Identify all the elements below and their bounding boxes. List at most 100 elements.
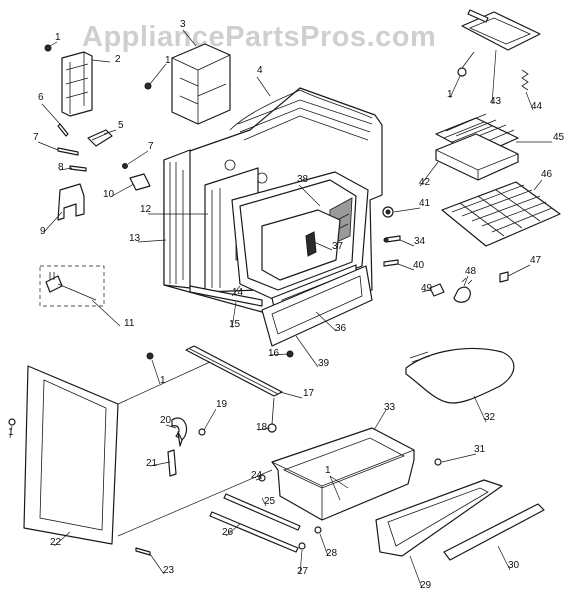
callout-43: 43: [490, 96, 502, 107]
part-26-rail[interactable]: [209, 511, 299, 553]
part-41-knob[interactable]: [382, 206, 394, 218]
callout-47: 47: [530, 255, 542, 266]
part-27-screw[interactable]: [298, 542, 306, 550]
callout-20: 20: [160, 415, 172, 426]
part-44-spring[interactable]: [521, 69, 529, 91]
part-46-oven-rack[interactable]: [441, 181, 561, 247]
part-47-clip[interactable]: [499, 271, 509, 283]
part-20-hinge[interactable]: [171, 417, 187, 447]
part-49-switch[interactable]: [429, 283, 445, 297]
callout-44: 44: [531, 101, 543, 112]
callout-30: 30: [508, 560, 520, 571]
part-48-light-socket[interactable]: [453, 277, 473, 303]
part-22-outer-door[interactable]: [23, 365, 119, 545]
callout-46: 46: [541, 169, 553, 180]
callout-25: 25: [264, 496, 276, 507]
part-18-screw[interactable]: [267, 397, 277, 433]
part-9-bracket[interactable]: [57, 183, 85, 221]
callout-5: 5: [118, 120, 124, 131]
part-29-drawer-front[interactable]: [375, 479, 503, 557]
callout-1: 1: [165, 55, 171, 66]
callout-39: 39: [318, 358, 330, 369]
callout-34: 34: [414, 236, 426, 247]
leader-lines: [9, 29, 552, 589]
part-31-screw[interactable]: [434, 458, 442, 466]
part-1-screw[interactable]: [44, 44, 52, 52]
part-7-screw[interactable]: [57, 147, 79, 156]
callout-10: 10: [103, 189, 115, 200]
callout-21: 21: [146, 458, 158, 469]
callout-42: 42: [419, 177, 431, 188]
callout-31: 31: [474, 444, 486, 455]
callout-7: 7: [148, 141, 154, 152]
callout-17: 17: [303, 388, 315, 399]
part-1-screw-e[interactable]: [8, 418, 16, 426]
callout-1: 1: [325, 465, 331, 476]
part-32-drip-pan[interactable]: [405, 347, 515, 404]
callout-29: 29: [420, 580, 432, 591]
callout-32: 32: [484, 412, 496, 423]
part-8-screw[interactable]: [69, 165, 87, 172]
part-1-screw-d[interactable]: [146, 352, 154, 360]
part-34-screw[interactable]: [383, 235, 401, 243]
callout-36: 36: [335, 323, 347, 334]
callout-27: 27: [297, 566, 309, 577]
callout-41: 41: [419, 198, 431, 209]
callout-48: 48: [465, 266, 477, 277]
callout-28: 28: [326, 548, 338, 559]
callout-26: 26: [222, 527, 234, 538]
callout-3: 3: [180, 19, 186, 30]
callout-40: 40: [413, 260, 425, 271]
callout-16: 16: [268, 348, 280, 359]
part-19-pin[interactable]: [198, 428, 206, 436]
part-33-drawer[interactable]: [271, 427, 415, 521]
callout-23: 23: [163, 565, 175, 576]
part-42-broil-pan[interactable]: [435, 133, 519, 181]
callout-1: 1: [447, 89, 453, 100]
part-23-screw[interactable]: [135, 547, 151, 556]
callout-1: 1: [55, 32, 61, 43]
callout-6: 6: [38, 92, 44, 103]
part-2-side-bracket[interactable]: [61, 51, 93, 117]
part-10-bracket[interactable]: [122, 163, 151, 191]
part-5-clip[interactable]: [87, 129, 113, 147]
part-1-screw-b[interactable]: [144, 82, 152, 90]
callout-12: 12: [140, 204, 152, 215]
callout-18: 18: [256, 422, 268, 433]
callout-19: 19: [216, 399, 228, 410]
callout-33: 33: [384, 402, 396, 413]
callout-15: 15: [229, 319, 241, 330]
callout-24: 24: [251, 470, 263, 481]
callout-22: 22: [50, 537, 62, 548]
callout-7: 7: [33, 132, 39, 143]
callout-1: 1: [8, 427, 14, 438]
callout-8: 8: [58, 162, 64, 173]
callout-1: 1: [160, 375, 166, 386]
callout-2: 2: [115, 54, 121, 65]
part-39-outer-door-panel[interactable]: [261, 265, 373, 347]
part-40-screw[interactable]: [383, 259, 399, 267]
part-17-rail[interactable]: [185, 345, 283, 397]
part-1-screw-c[interactable]: [457, 51, 475, 77]
part-21-hinge-pin[interactable]: [167, 449, 177, 477]
callout-37: 37: [332, 241, 344, 252]
callout-13: 13: [129, 233, 141, 244]
callout-45: 45: [553, 132, 565, 143]
callout-38: 38: [297, 174, 309, 185]
watermark: AppliancePartsPros.com: [82, 21, 436, 53]
part-28-screw[interactable]: [314, 526, 322, 534]
part-3-top-bracket[interactable]: [171, 43, 231, 125]
part-30-handle[interactable]: [443, 503, 545, 561]
callout-4: 4: [257, 65, 263, 76]
callout-14: 14: [232, 287, 244, 298]
callout-9: 9: [40, 226, 46, 237]
part-37-door-window[interactable]: [261, 209, 341, 281]
part-6-pin[interactable]: [57, 123, 69, 137]
callout-49: 49: [421, 283, 433, 294]
callout-11: 11: [124, 318, 135, 329]
part-43-broil-element[interactable]: [461, 9, 541, 51]
part-11-wire-assembly[interactable]: [39, 265, 105, 307]
part-25-slide[interactable]: [223, 493, 301, 531]
